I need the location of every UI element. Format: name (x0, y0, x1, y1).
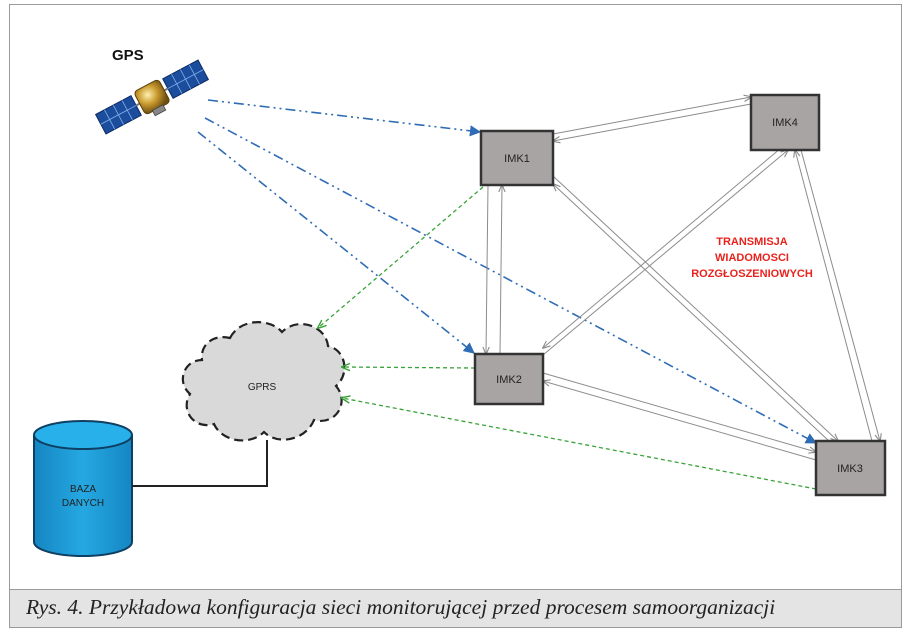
gprs-label: GPRS (248, 382, 277, 393)
mesh-links (486, 97, 880, 461)
database-gprs-connector (132, 440, 268, 487)
mesh-link-imk2-imk3 (542, 372, 816, 452)
database-label-line2: DANYCH (62, 498, 104, 509)
broadcast-label-line3: ROZGŁOSZENIOWYCH (691, 268, 813, 280)
figure-caption: Rys. 4. Przykładowa konfiguracja sieci m… (26, 595, 776, 619)
gps-link-imk2 (197, 131, 475, 354)
node-imk3: IMK3 (814, 439, 887, 497)
database-icon (33, 420, 133, 557)
mesh-link-imk4-imk1 (553, 103, 752, 141)
mesh-link-imk1-imk2 (486, 184, 488, 354)
mesh-link-imk4-imk2 (543, 147, 782, 348)
broadcast-label-line2: WIADOMOSCI (715, 252, 789, 264)
mesh-link-imk3-imk2 (543, 381, 817, 461)
node-imk1: IMK1 (479, 129, 555, 187)
network-diagram: GPS BAZA DANYCH GPRS TRANSMISJA (33, 47, 887, 557)
gps-label: GPS (112, 47, 144, 64)
gprs-links (318, 186, 817, 490)
mesh-link-imk4-imk3 (800, 149, 880, 441)
gps-satellite-icon (94, 59, 210, 135)
broadcast-label-line1: TRANSMISJA (716, 236, 788, 248)
gprs-link-imk1 (318, 186, 484, 328)
gps-link-imk1 (207, 99, 482, 137)
node-imk2: IMK2 (473, 352, 545, 406)
mesh-link-imk2-imk1 (500, 185, 502, 355)
mesh-link-imk3-imk4 (795, 150, 873, 442)
caption-bar: Rys. 4. Przykładowa konfiguracja sieci m… (9, 590, 902, 628)
mesh-link-imk3-imk1 (553, 184, 830, 442)
database-label-line1: BAZA (70, 484, 96, 495)
gps-link-imk3 (204, 117, 817, 444)
gprs-cloud-icon (181, 321, 346, 442)
mesh-link-imk1-imk3 (552, 175, 838, 441)
node-imk1-label: IMK1 (504, 153, 530, 165)
node-imk4-label: IMK4 (772, 117, 798, 129)
node-imk2-label: IMK2 (496, 374, 522, 386)
gprs-link-imk2 (342, 367, 476, 368)
node-imk3-label: IMK3 (837, 463, 863, 475)
mesh-link-imk2-imk4 (542, 150, 788, 356)
gprs-link-imk3 (342, 398, 817, 490)
mesh-link-imk1-imk4 (552, 97, 751, 135)
node-imk4: IMK4 (749, 93, 821, 152)
gps-links (197, 99, 817, 444)
